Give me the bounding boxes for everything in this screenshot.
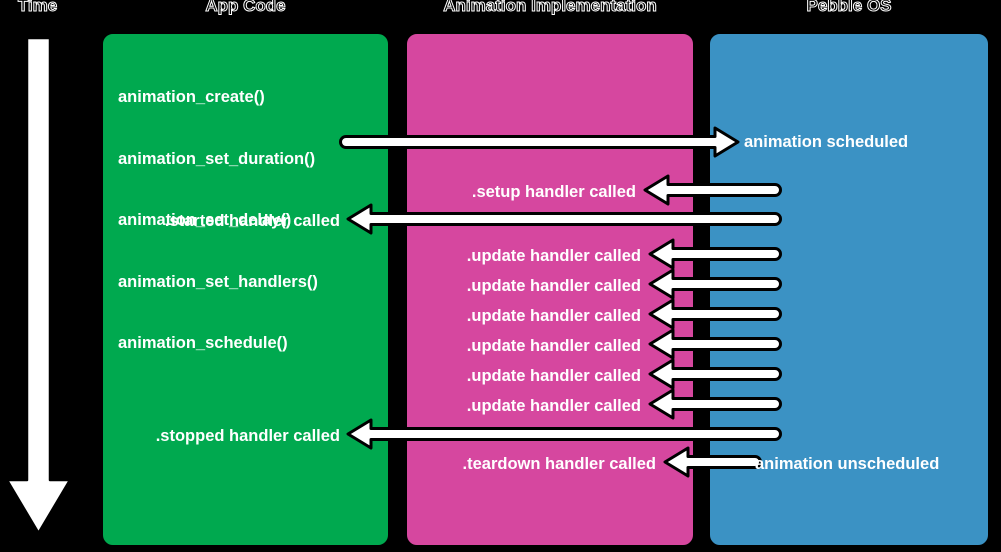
label-update-handler-6: .update handler called [466,397,641,415]
lane-animation-implementation [405,32,695,547]
label-update-handler-4: .update handler called [466,337,641,355]
lane-app-code [101,32,390,547]
code-line-animation-set-duration: animation_set_duration() [118,149,316,168]
label-stopped-handler: .stopped handler called [155,427,340,445]
column-header-app-code: App Code [205,0,286,16]
label-started-handler: .started handler called [164,212,340,230]
app-code-call-list: animation_create() animation_set_duratio… [118,46,318,395]
label-update-handler-1: .update handler called [466,247,641,265]
label-update-handler-5: .update handler called [466,367,641,385]
label-update-handler-2: .update handler called [466,277,641,295]
label-update-handler-3: .update handler called [466,307,641,325]
code-line-animation-set-delay: animation_set_delay() [118,211,292,229]
code-line-animation-create: animation_create() [118,88,265,106]
label-setup-handler: .setup handler called [471,183,636,201]
code-line-animation-set-handlers: animation_set_handlers() [118,272,318,291]
column-header-animation-implementation: Animation Implementation [443,0,657,16]
label-animation-scheduled: animation scheduled [744,133,909,151]
label-animation-unscheduled: animation unscheduled [755,455,940,473]
column-header-time: Time [17,0,58,16]
code-line-animation-schedule: animation_schedule() [118,334,288,352]
label-teardown-handler: .teardown handler called [462,455,656,473]
column-header-pebble-os: Pebble OS [806,0,892,16]
